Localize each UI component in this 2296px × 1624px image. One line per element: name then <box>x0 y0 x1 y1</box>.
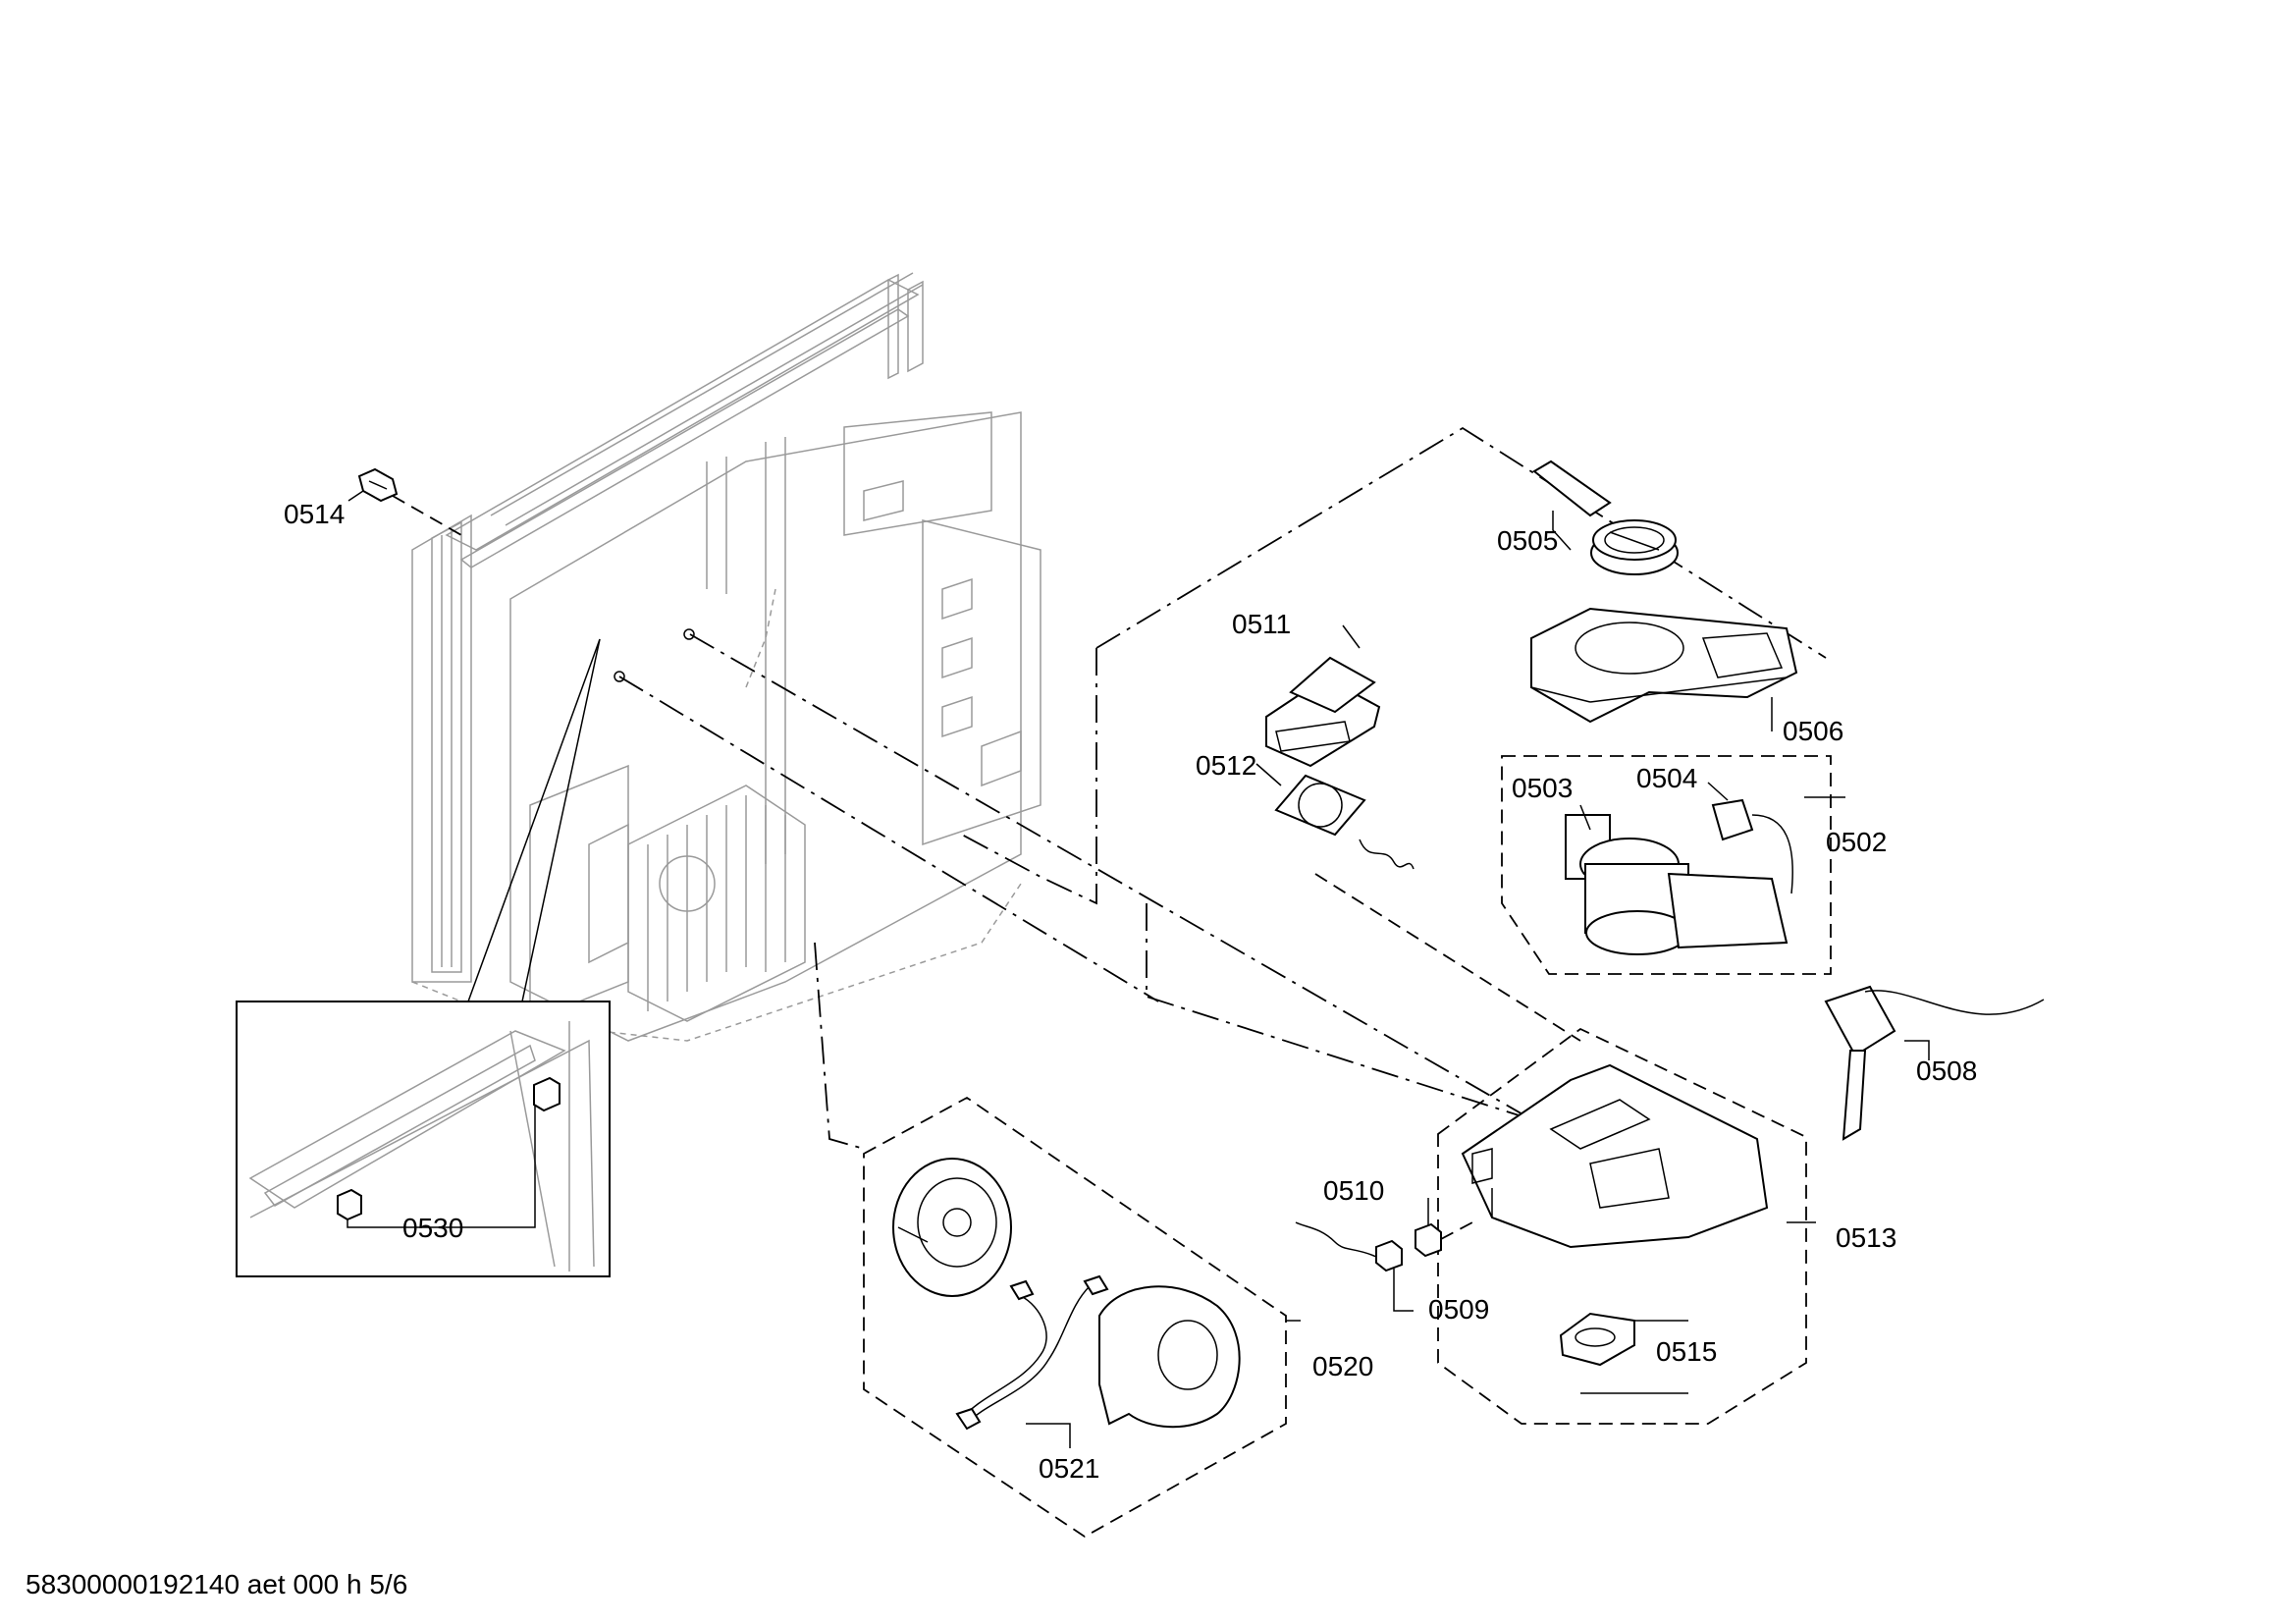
label-0504: 0504 <box>1636 763 1697 793</box>
air-duct-part-0511 <box>1265 656 1381 768</box>
clip-part-0530 <box>337 1076 561 1221</box>
label-0513: 0513 <box>1836 1222 1896 1253</box>
label-0515: 0515 <box>1656 1336 1717 1367</box>
label-0520: 0520 <box>1312 1351 1373 1381</box>
clip-part-0514 <box>357 467 399 503</box>
fan-cover-part-0505 <box>1532 460 1679 575</box>
label-0510: 0510 <box>1323 1175 1384 1206</box>
level-sensor-part-0510 <box>1295 1221 1442 1272</box>
fan-cage-ghost <box>647 795 786 1011</box>
label-0512: 0512 <box>1196 750 1256 781</box>
sensor-part-0504 <box>1711 798 1793 894</box>
label-0509: 0509 <box>1428 1294 1489 1325</box>
switch-part-0508 <box>1824 985 2045 1141</box>
label-0530: 0530 <box>402 1213 463 1243</box>
leader-lines <box>347 490 1930 1448</box>
appliance-housing <box>411 272 1041 1042</box>
tray-part-0513 <box>1461 1063 1769 1249</box>
label-0502: 0502 <box>1826 827 1887 857</box>
float-part-0515 <box>1559 1312 1635 1367</box>
wiring-harness-part-0521 <box>955 1274 1109 1431</box>
blower-housing-part-0520 <box>892 1158 1241 1429</box>
label-0505: 0505 <box>1497 525 1558 556</box>
label-0503: 0503 <box>1512 773 1573 803</box>
duct-cover-part-0506 <box>1530 607 1798 724</box>
document-id: 58300000192140 aet 000 h 5/6 <box>26 1569 408 1599</box>
fan-motor-part-0503 <box>1565 814 1789 955</box>
detail-inset <box>236 1001 611 1277</box>
label-0506: 0506 <box>1783 716 1843 746</box>
fan-part-0512 <box>1274 774 1415 870</box>
label-0508: 0508 <box>1916 1056 1977 1086</box>
label-0521: 0521 <box>1039 1453 1099 1484</box>
label-0514: 0514 <box>284 499 345 529</box>
label-0511: 0511 <box>1232 609 1291 639</box>
